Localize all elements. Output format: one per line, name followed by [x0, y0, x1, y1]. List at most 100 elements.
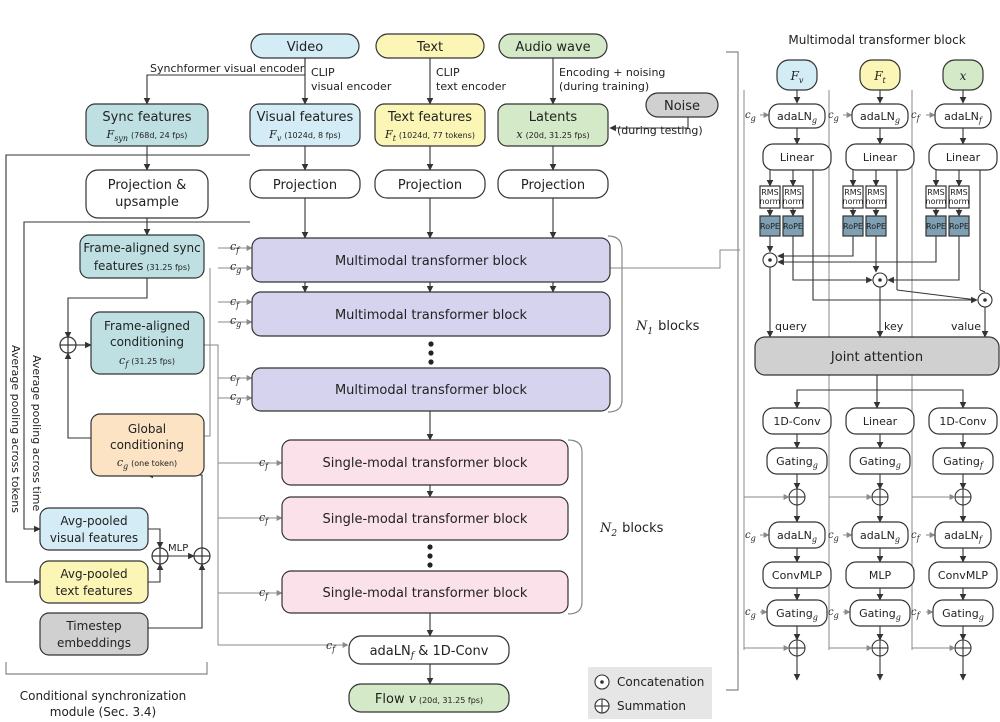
detail-ft: Ft — [859, 59, 901, 91]
svg-text:upsample: upsample — [115, 195, 179, 210]
label-module-1: Conditional synchronization — [20, 689, 187, 703]
svg-text:cf: cf — [911, 110, 922, 123]
sm-cond-labels: cf cf cf cf — [259, 456, 337, 654]
svg-text:features(31.25 fps): features(31.25 fps) — [94, 259, 190, 273]
svg-text:Visual features: Visual features — [257, 110, 354, 125]
svg-text:MLP: MLP — [869, 569, 892, 582]
detail-linear-3: Linear — [928, 143, 998, 171]
svg-text:Multimodal transformer block: Multimodal transformer block — [335, 383, 528, 398]
svg-text:text features: text features — [55, 584, 132, 598]
mm-cond-labels: cf cg cf cg cf cg — [230, 240, 241, 405]
detail-linear-2: Linear — [845, 143, 915, 171]
avg-visual-box: Avg-pooled visual features — [39, 507, 149, 551]
label-mlp: MLP — [168, 543, 188, 554]
sm-block-2: Single-modal transformer block — [281, 496, 569, 541]
svg-text:Gatingg: Gatingg — [859, 607, 901, 622]
svg-text:Linear: Linear — [863, 151, 898, 164]
projection-upsample-box: Projection & upsample — [85, 169, 209, 219]
frame-aligned-cond-box: Frame-aligned conditioning cf(31.25 fps) — [90, 311, 205, 375]
svg-text:Multimodal transformer block: Multimodal transformer block — [335, 254, 528, 269]
label-clip-text-2: text encoder — [436, 80, 506, 93]
svg-text:RoPE: RoPE — [866, 222, 886, 231]
svg-text:Linear: Linear — [946, 151, 981, 164]
input-audio: Audio wave — [498, 33, 608, 59]
svg-text:Joint attention: Joint attention — [830, 350, 923, 365]
svg-text:1D-Conv: 1D-Conv — [939, 415, 987, 428]
ellipsis-mm — [428, 341, 434, 365]
detail-convmlp-1: ConvMLP — [762, 561, 832, 589]
detail-adaln-2c: cf adaLNf — [911, 521, 992, 549]
label-query: query — [775, 320, 807, 333]
svg-text:Fv: Fv — [790, 69, 804, 85]
svg-text:adaLNf: adaLNf — [944, 110, 984, 125]
svg-text:Text features: Text features — [387, 110, 472, 125]
svg-text:cg: cg — [230, 390, 241, 405]
svg-text:cf: cf — [230, 295, 241, 310]
svg-text:Frame-aligned sync: Frame-aligned sync — [83, 241, 200, 255]
label-value: value — [951, 320, 981, 333]
svg-text:RoPE: RoPE — [760, 222, 780, 231]
label-avg-time: Average pooling across time — [30, 355, 43, 512]
detail-sum-row-2 — [788, 639, 972, 657]
label-clip-visual-1: CLIP — [311, 66, 335, 79]
svg-text:RMS: RMS — [761, 188, 779, 197]
svg-text:adaLNg: adaLNg — [777, 110, 817, 125]
svg-text:x: x — [960, 69, 967, 83]
concat-icon — [594, 674, 610, 690]
svg-text:adaLNg: adaLNg — [860, 529, 900, 544]
adaln-conv-box: adaLNf & 1D-Conv — [348, 635, 510, 665]
svg-text:Fv(1024d, 8 fps): Fv(1024d, 8 fps) — [268, 128, 341, 143]
detail-convmlp-3: ConvMLP — [928, 561, 998, 589]
text-features-box: Text features Ft(1024d, 77 tokens) — [374, 103, 486, 147]
label-encoding-2: (during training) — [559, 80, 649, 93]
svg-text:cg: cg — [828, 110, 839, 123]
svg-text:Frame-aligned: Frame-aligned — [104, 319, 190, 333]
svg-text:cf: cf — [911, 607, 922, 620]
svg-text:Gatingg: Gatingg — [942, 607, 984, 622]
detail-title: Multimodal transformer block — [788, 33, 965, 47]
svg-text:adaLNg: adaLNg — [860, 110, 900, 125]
svg-text:visual features: visual features — [50, 531, 138, 545]
svg-text:RMS: RMS — [950, 188, 968, 197]
mm-block-1: Multimodal transformer block — [251, 237, 611, 283]
detail-conv-3: 1D-Conv — [928, 407, 998, 435]
svg-text:Avg-pooled: Avg-pooled — [60, 567, 127, 581]
svg-text:Linear: Linear — [780, 151, 815, 164]
input-audio-label: Audio wave — [515, 40, 590, 55]
svg-text:cf: cf — [230, 240, 241, 255]
svg-text:1D-Conv: 1D-Conv — [773, 415, 821, 428]
svg-text:cg: cg — [230, 314, 241, 329]
detail-mlp-2: MLP — [845, 561, 915, 589]
timestep-box: Timestep embeddings — [39, 612, 149, 656]
svg-text:RMS: RMS — [844, 188, 862, 197]
svg-text:Gatingg: Gatingg — [859, 455, 901, 470]
svg-text:Ft(1024d, 77 tokens): Ft(1024d, 77 tokens) — [384, 128, 475, 143]
svg-text:Single-modal transformer block: Single-modal transformer block — [323, 586, 528, 601]
mm-block-2: Multimodal transformer block — [251, 291, 611, 337]
svg-text:norm: norm — [949, 197, 970, 206]
sum-avg-2 — [193, 547, 211, 565]
svg-text:Fsyn(768d, 24 fps): Fsyn(768d, 24 fps) — [106, 128, 188, 143]
detail-gating-1a: Gatingg — [766, 447, 828, 475]
svg-text:RoPE: RoPE — [926, 222, 946, 231]
svg-text:Multimodal transformer block: Multimodal transformer block — [335, 308, 528, 323]
detail-fv: Fv — [776, 59, 818, 91]
label-synchformer: Synchformer visual encoder — [150, 62, 305, 75]
svg-text:Latents: Latents — [529, 110, 578, 125]
detail-gating-2a: cg Gatingg — [745, 599, 828, 627]
svg-text:adaLNf: adaLNf — [944, 529, 984, 544]
detail-gating-1b: Gatingg — [849, 447, 911, 475]
svg-text:cf(31.25 fps): cf(31.25 fps) — [119, 354, 175, 369]
latents-box: Latents x(20d, 31.25 fps) — [497, 103, 609, 147]
svg-text:cg: cg — [230, 260, 241, 275]
svg-text:adaLNg: adaLNg — [777, 529, 817, 544]
svg-text:norm: norm — [866, 197, 887, 206]
svg-text:Projection: Projection — [273, 178, 337, 193]
svg-text:cf: cf — [259, 456, 270, 471]
ellipsis-sm — [427, 544, 433, 568]
label-encoding-1: Encoding + noising — [559, 66, 665, 79]
svg-text:Projection: Projection — [521, 178, 585, 193]
detail-adaln-3: cf adaLNf — [911, 103, 992, 129]
